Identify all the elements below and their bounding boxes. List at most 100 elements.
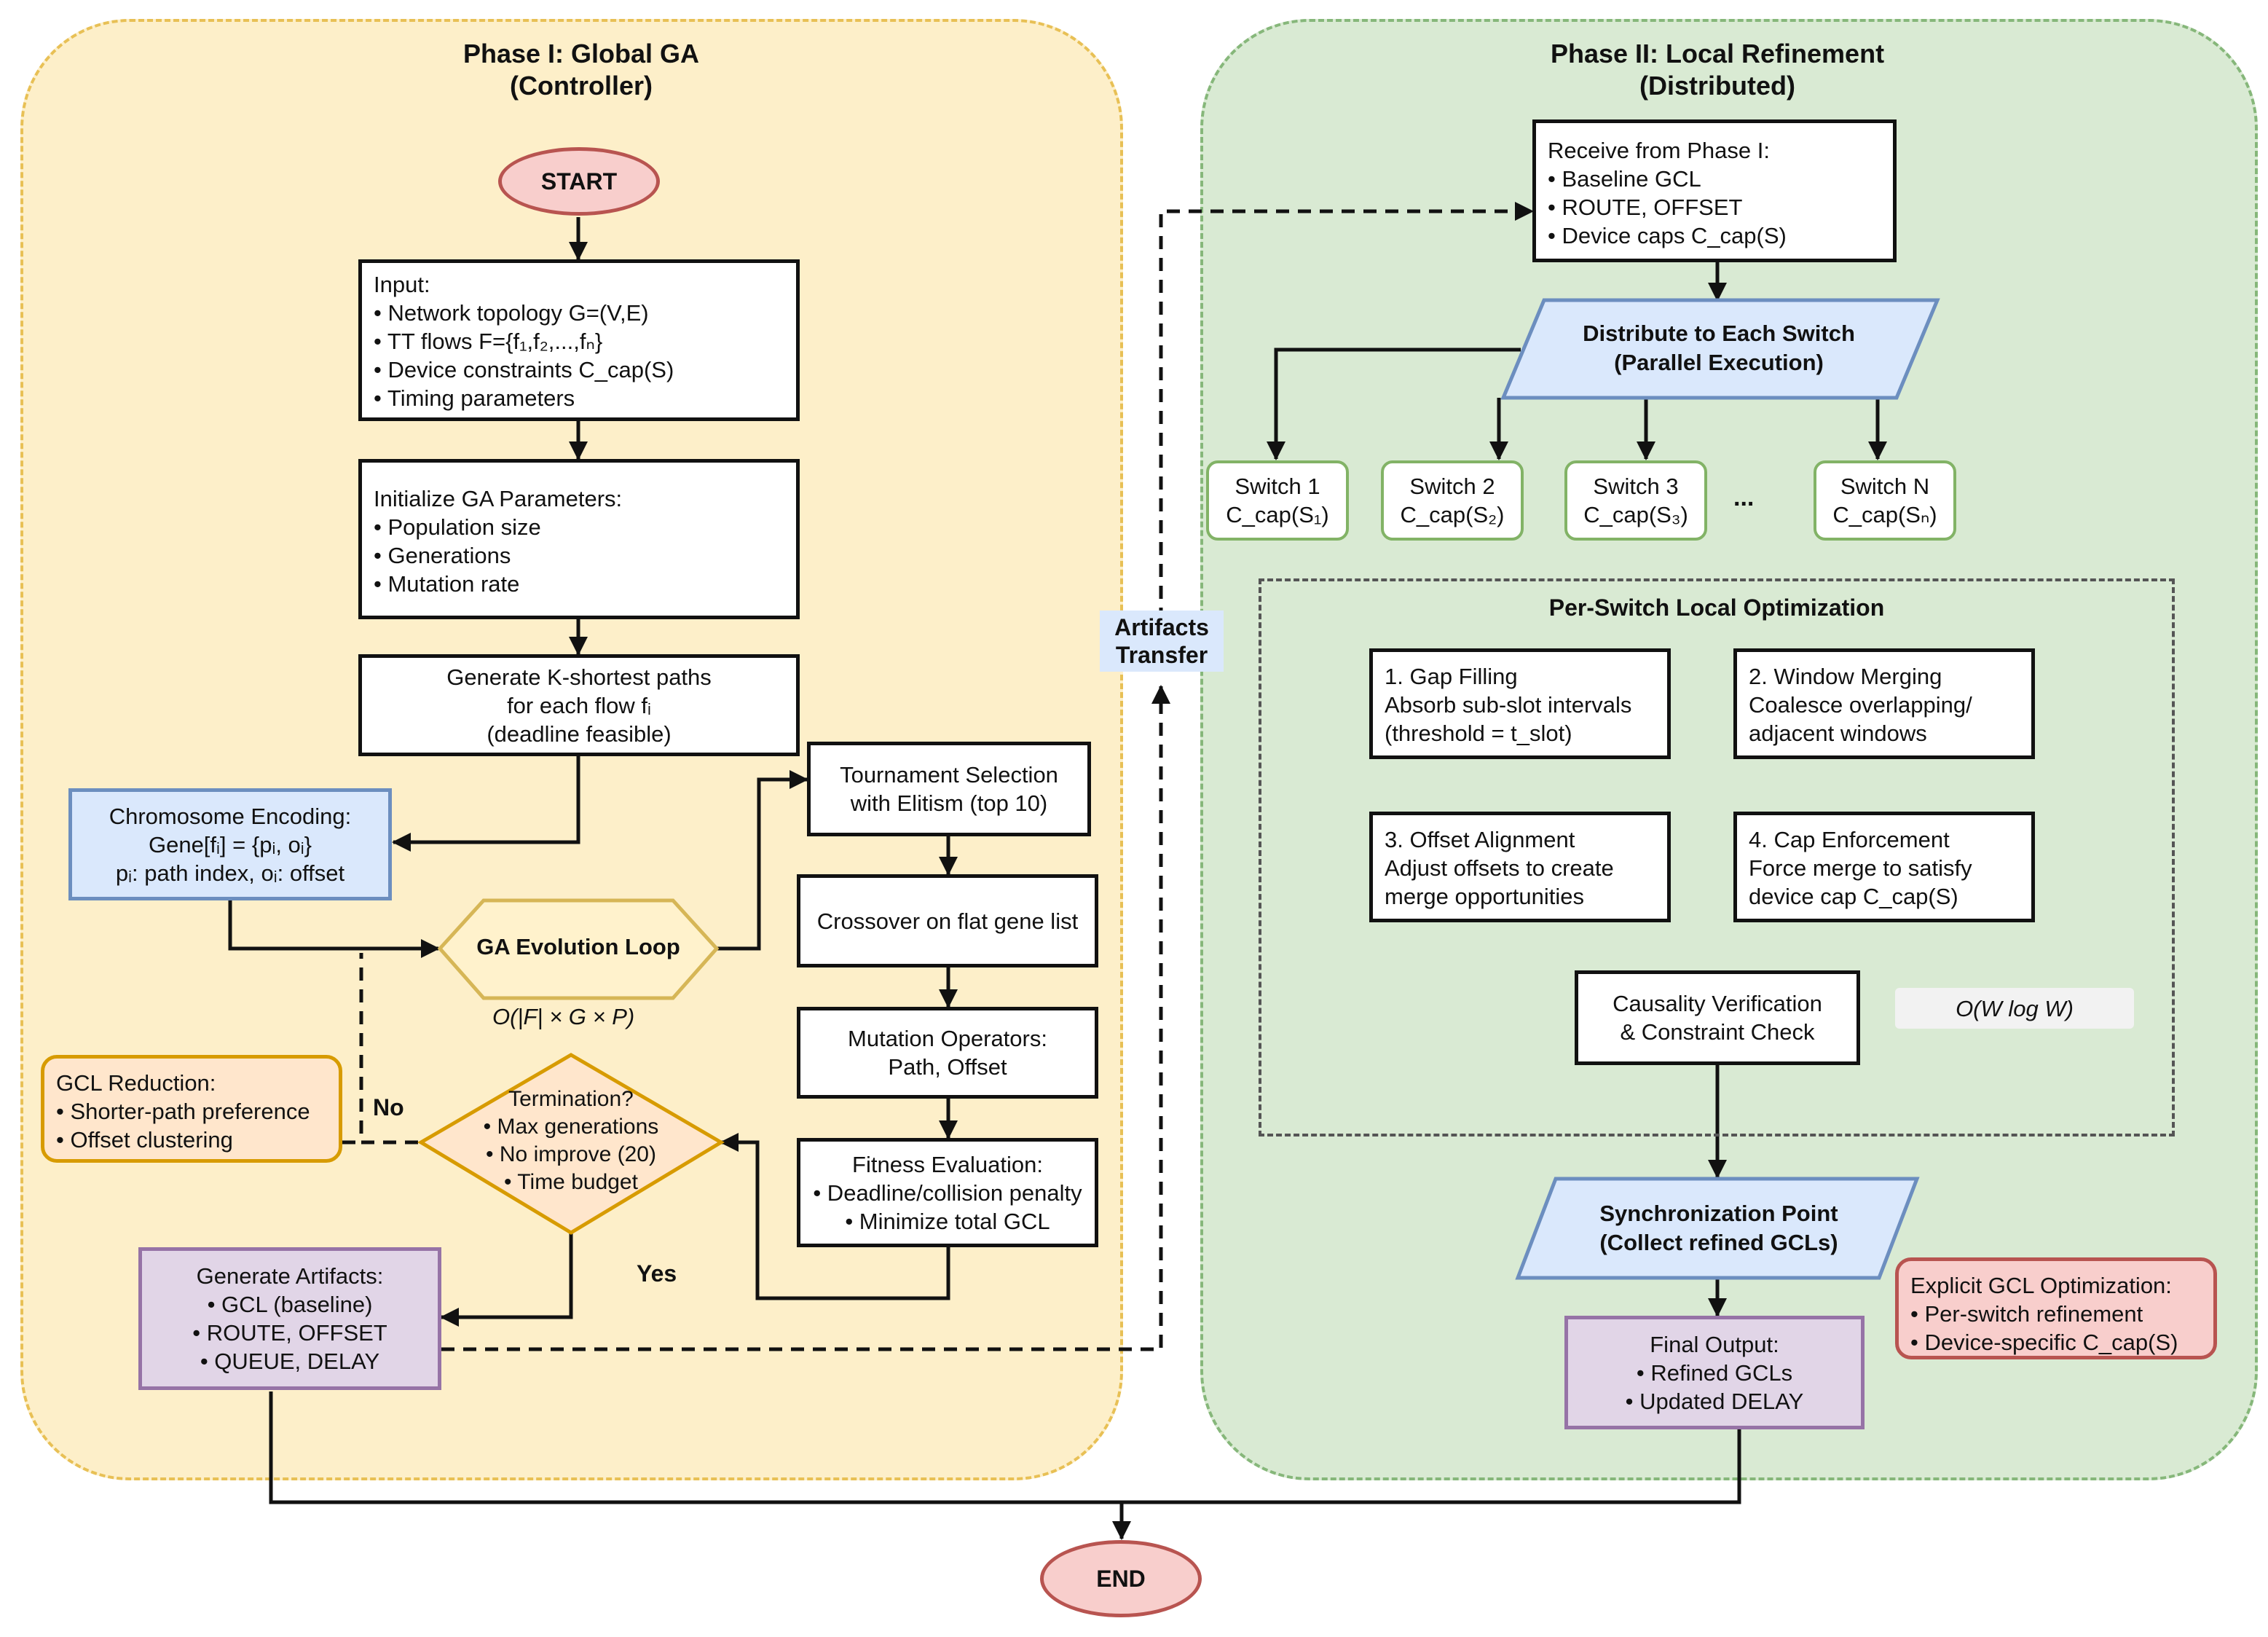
tournament-selection-box: Tournament Selection with Elitism (top 1…: [807, 742, 1091, 836]
artifacts-line-0: Generate Artifacts:: [196, 1263, 384, 1289]
switch-n-cap: C_cap(Sₙ): [1832, 502, 1937, 527]
receive-line-2: • ROUTE, OFFSET: [1548, 195, 1743, 220]
final-line-1: • Refined GCLs: [1636, 1359, 1793, 1386]
window-merging-box: 2. Window Merging Coalesce overlapping/ …: [1733, 648, 2035, 759]
termination-line-3: • Time budget: [504, 1170, 638, 1194]
gap-filling-line-0: 1. Gap Filling: [1385, 664, 1518, 689]
window-merging-line-1: Coalesce overlapping/: [1749, 692, 1972, 718]
input-line-0: Input:: [374, 272, 430, 297]
artifacts-line-3: • QUEUE, DELAY: [200, 1349, 380, 1374]
causality-line-1: & Constraint Check: [1620, 1019, 1815, 1045]
dashed-artifacts-transfer: [441, 685, 1170, 1351]
kshortest-line-1: for each flow fᵢ: [507, 692, 651, 718]
start-terminal: START: [498, 147, 660, 216]
final-line-2: • Updated DELAY: [1625, 1388, 1804, 1414]
no-label: No: [373, 1094, 404, 1120]
termination-text: Termination? • Max generations • No impr…: [443, 1086, 699, 1196]
arrow-distribute-switch1: [1267, 348, 1521, 460]
arrow-termination-artifacts: [440, 1233, 573, 1327]
gcl-reduction-box: GCL Reduction: • Shorter-path preference…: [41, 1055, 342, 1163]
mutation-line-1: Path, Offset: [888, 1054, 1007, 1080]
phase2-title: Phase II: Local Refinement (Distributed): [1550, 39, 1885, 101]
arrow-galoop-tournament: [717, 770, 808, 951]
offset-alignment-box: 3. Offset Alignment Adjust offsets to cr…: [1369, 812, 1671, 922]
end-terminal: END: [1040, 1540, 1202, 1617]
phase1-title: Phase I: Global GA (Controller): [462, 39, 700, 101]
yes-label: Yes: [637, 1260, 677, 1287]
switch-1-name: Switch 1: [1235, 474, 1320, 499]
final-output-box: Final Output: • Refined GCLs • Updated D…: [1564, 1316, 1865, 1429]
fitness-evaluation-box: Fitness Evaluation: • Deadline/collision…: [797, 1138, 1098, 1247]
cap-enforcement-line-2: device cap C_cap(S): [1749, 884, 1958, 909]
kshortest-line-0: Generate K-shortest paths: [446, 664, 712, 690]
chromosome-line-1: Gene[fᵢ] = {pᵢ, oᵢ}: [148, 831, 312, 857]
init-line-3: • Mutation rate: [374, 571, 520, 597]
sync-text: Synchronization Point (Collect refined G…: [1544, 1199, 1894, 1257]
mutation-line-0: Mutation Operators:: [848, 1026, 1047, 1051]
switch-n-name: Switch N: [1840, 474, 1930, 499]
explicit-gcl-box: Explicit GCL Optimization: • Per-switch …: [1895, 1257, 2217, 1359]
termination-diamond: [417, 1053, 725, 1235]
input-line-4: • Timing parameters: [374, 385, 575, 411]
receive-box: Receive from Phase I: • Baseline GCL • R…: [1532, 119, 1897, 262]
crossover-line: Crossover on flat gene list: [816, 908, 1079, 934]
dashed-transfer-receive: [1159, 202, 1534, 621]
switch-n-box: Switch N C_cap(Sₙ): [1814, 460, 1956, 541]
distribute-line-0: Distribute to Each Switch: [1583, 321, 1855, 346]
fitness-line-0: Fitness Evaluation:: [852, 1151, 1043, 1177]
init-params-box: Initialize GA Parameters: • Population s…: [358, 459, 800, 619]
sync-parallelogram: [1515, 1177, 1920, 1280]
tournament-line-1: with Elitism (top 10): [850, 790, 1048, 816]
final-line-0: Final Output:: [1650, 1331, 1779, 1357]
chromosome-line-2: pᵢ: path index, oᵢ: offset: [115, 860, 345, 886]
arrow-kshortest-chromosome: [392, 756, 580, 852]
gap-filling-line-2: (threshold = t_slot): [1385, 721, 1572, 746]
chromosome-encoding-box: Chromosome Encoding: Gene[fᵢ] = {pᵢ, oᵢ}…: [68, 788, 392, 900]
switch-3-box: Switch 3 C_cap(S₃): [1564, 460, 1707, 541]
kshortest-box: Generate K-shortest paths for each flow …: [358, 654, 800, 756]
input-box: Input: • Network topology G=(V,E) • TT f…: [358, 259, 800, 421]
gap-filling-line-1: Absorb sub-slot intervals: [1385, 692, 1632, 718]
receive-line-0: Receive from Phase I:: [1548, 138, 1770, 163]
distribute-parallelogram: [1500, 298, 1940, 400]
artifacts-line-1: • GCL (baseline): [207, 1292, 373, 1317]
local-optimization-title: Per-Switch Local Optimization: [1548, 594, 1885, 621]
switch-3-name: Switch 3: [1593, 474, 1679, 499]
local-complexity-label: O(W log W): [1895, 988, 2134, 1029]
ga-loop-label: GA Evolution Loop: [476, 934, 680, 959]
gcl-reduction-line-2: • Offset clustering: [56, 1127, 233, 1153]
distribute-line-1: (Parallel Execution): [1614, 350, 1824, 375]
kshortest-line-2: (deadline feasible): [487, 721, 672, 747]
termination-line-1: • Max generations: [483, 1115, 659, 1139]
explicit-line-2: • Device-specific C_cap(S): [1910, 1330, 2178, 1355]
gcl-reduction-line-0: GCL Reduction:: [56, 1070, 216, 1096]
gap-filling-box: 1. Gap Filling Absorb sub-slot intervals…: [1369, 648, 1671, 759]
chromosome-line-0: Chromosome Encoding:: [109, 803, 352, 829]
arrow-fitness-termination: [720, 1133, 950, 1300]
fitness-line-1: • Deadline/collision penalty: [813, 1179, 1082, 1206]
ga-complexity-label: O(|F| × G × P): [492, 1004, 635, 1029]
offset-alignment-line-1: Adjust offsets to create: [1385, 855, 1614, 881]
receive-line-3: • Device caps C_cap(S): [1548, 223, 1787, 248]
init-line-0: Initialize GA Parameters:: [374, 486, 623, 511]
generate-artifacts-box: Generate Artifacts: • GCL (baseline) • R…: [138, 1247, 441, 1390]
init-line-2: • Generations: [374, 543, 511, 568]
local-optimization-region: [1259, 578, 2175, 1137]
termination-line-0: Termination?: [508, 1087, 634, 1111]
arrow-final-end: [1122, 1429, 1741, 1504]
offset-alignment-line-0: 3. Offset Alignment: [1385, 827, 1575, 852]
local-complexity-text: O(W log W): [1956, 995, 2074, 1021]
ga-loop-hexagon: [437, 898, 720, 1000]
tournament-line-0: Tournament Selection: [840, 762, 1058, 788]
switch-2-cap: C_cap(S₂): [1400, 502, 1505, 527]
distribute-text: Distribute to Each Switch (Parallel Exec…: [1529, 319, 1908, 377]
switch-2-name: Switch 2: [1409, 474, 1495, 499]
switch-ellipsis: ...: [1733, 484, 1755, 511]
offset-alignment-line-2: merge opportunities: [1385, 884, 1584, 909]
window-merging-line-0: 2. Window Merging: [1749, 664, 1942, 689]
causality-box: Causality Verification & Constraint Chec…: [1575, 970, 1860, 1065]
crossover-box: Crossover on flat gene list: [797, 874, 1098, 967]
switch-3-cap: C_cap(S₃): [1583, 502, 1688, 527]
